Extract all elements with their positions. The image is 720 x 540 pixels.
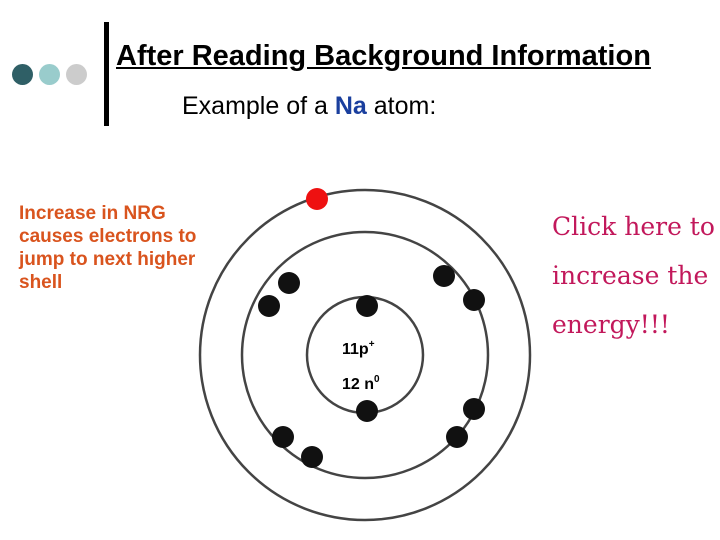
excited-electron[interactable] [306,188,328,210]
inner-electron [356,400,378,422]
middle-electron [301,446,323,468]
element-symbol: Na [334,92,367,120]
bullet-dot-gray [66,64,87,85]
middle-electron [278,272,300,294]
middle-electron [433,265,455,287]
subtitle-prefix: Example of a [182,92,335,120]
middle-electron [446,426,468,448]
subtitle-suffix: atom: [366,92,437,120]
middle-electron [463,289,485,311]
middle-electron [463,398,485,420]
title-divider [104,22,109,126]
side-note: Increase in NRG causes electrons to jump… [19,203,197,293]
bullet-dot-teal [39,64,60,85]
outer-shell [198,188,532,522]
bullet-dot-dark [12,64,33,85]
increase-energy-link[interactable]: Click here to increase the energy!!! [552,212,715,339]
slide-subtitle: Example of a Na atom: [182,92,436,121]
middle-electron [258,295,280,317]
title-bullets [12,64,87,85]
neutron-label: 12 n0 [342,374,380,393]
middle-electron [272,426,294,448]
slide-title: After Reading Background Information [116,40,651,72]
middle-shell [240,230,490,480]
proton-label: 11p+ [342,339,375,358]
inner-electron [356,295,378,317]
